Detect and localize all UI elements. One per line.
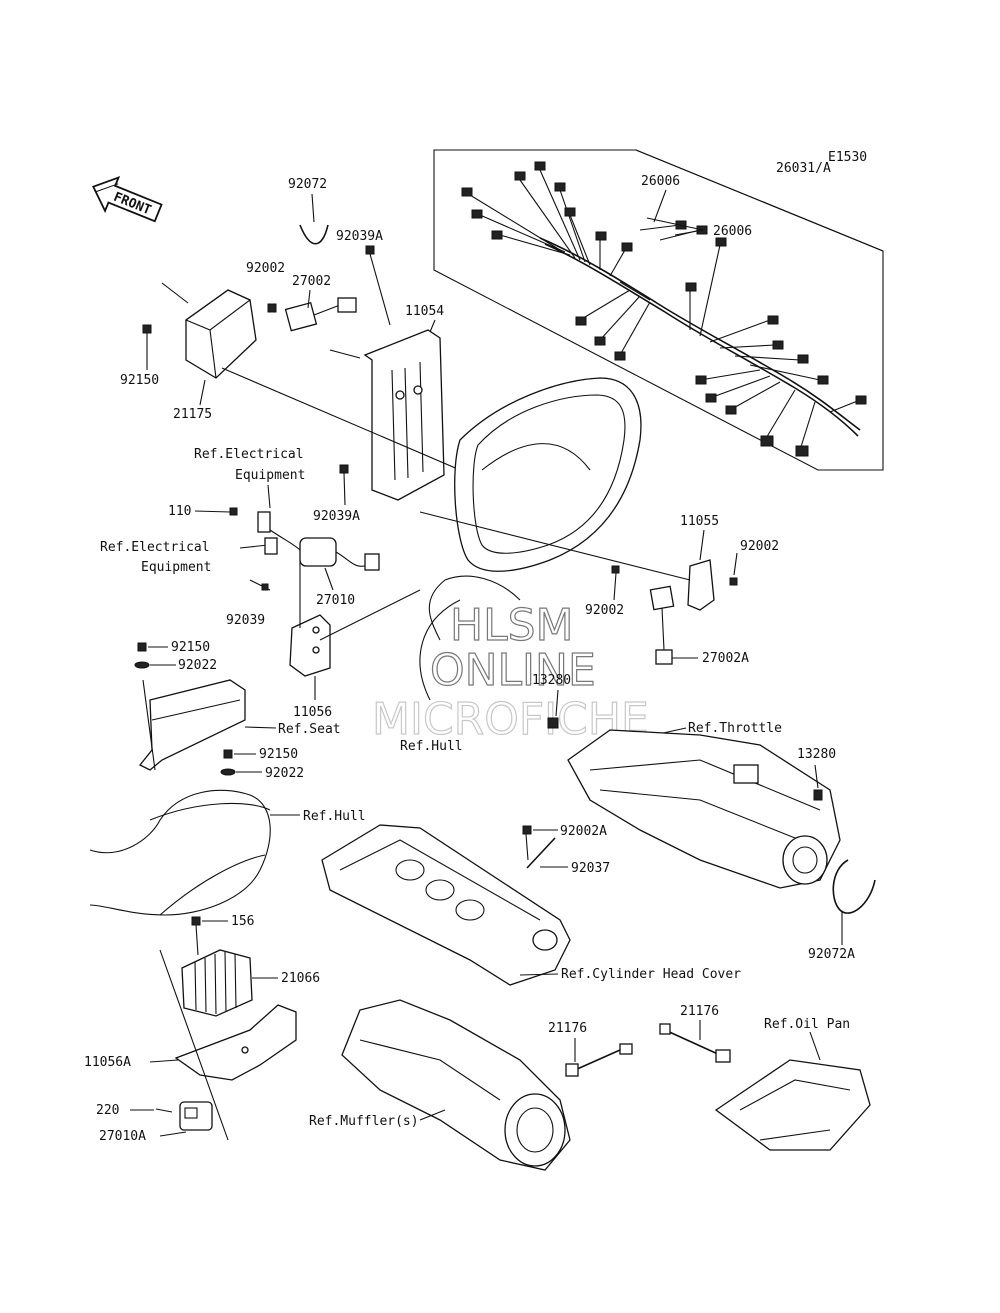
label-92002-right[interactable]: 92002	[740, 539, 779, 554]
sensor-27002	[284, 297, 357, 332]
bolt-92002-right	[729, 577, 738, 586]
bracket-11054	[363, 329, 445, 501]
ref-seat[interactable]: Ref.Seat	[278, 722, 341, 737]
label-92039a-top[interactable]: 92039A	[336, 229, 383, 244]
label-11054[interactable]: 11054	[405, 304, 444, 319]
label-92072a[interactable]: 92072A	[808, 947, 855, 962]
label-21176-b[interactable]: 21176	[680, 1004, 719, 1019]
ref-mufflers[interactable]: Ref.Muffler(s)	[309, 1114, 419, 1129]
bolt-92039a-top	[365, 245, 375, 255]
label-92072[interactable]: 92072	[288, 177, 327, 192]
watermark-line-1: HLSM	[450, 600, 574, 651]
label-21175[interactable]: 21175	[173, 407, 212, 422]
label-92037[interactable]: 92037	[571, 861, 610, 876]
label-92022-a[interactable]: 92022	[178, 658, 217, 673]
sensor-21176-a	[565, 1043, 633, 1077]
label-11056a[interactable]: 11056A	[84, 1055, 131, 1070]
watermark: HLSM ONLINE MICROFICHE	[371, 599, 649, 745]
label-21176-a[interactable]: 21176	[548, 1021, 587, 1036]
ref-electrical-2a[interactable]: Ref.Electrical	[100, 540, 210, 555]
seat-bracket	[138, 679, 246, 771]
bolt-92002-top	[267, 303, 277, 313]
label-26006-a[interactable]: 26006	[641, 174, 680, 189]
bolt-92002a	[522, 825, 532, 835]
oil-pan	[714, 1059, 871, 1151]
bolt-110	[229, 507, 238, 516]
label-92150-left[interactable]: 92150	[120, 373, 159, 388]
label-92039[interactable]: 92039	[226, 613, 265, 628]
washer-92022-a	[134, 661, 150, 669]
ref-electrical-1a[interactable]: Ref.Electrical	[194, 447, 304, 462]
sensor-21176-b	[659, 1023, 731, 1063]
label-13280-b[interactable]: 13280	[797, 747, 836, 762]
hull-opening	[419, 377, 642, 701]
label-110[interactable]: 110	[168, 504, 191, 519]
ref-electrical-2b[interactable]: Equipment	[141, 560, 211, 575]
label-26006-b[interactable]: 26006	[713, 224, 752, 239]
relay-27010a	[179, 1101, 213, 1131]
label-92039a-mid[interactable]: 92039A	[313, 509, 360, 524]
sensor-27002a	[649, 585, 675, 665]
regulator-21066	[181, 949, 253, 1017]
clip-92072	[299, 224, 329, 245]
clip-92037	[526, 837, 556, 869]
ref-cylinder-head-cover[interactable]: Ref.Cylinder Head Cover	[561, 967, 741, 982]
clip-13280-b	[813, 789, 823, 801]
ref-hull-2[interactable]: Ref.Hull	[303, 809, 366, 824]
bolt-92150-left	[142, 324, 152, 334]
muffler	[341, 999, 571, 1171]
hull-section	[89, 789, 271, 916]
label-27010a[interactable]: 27010A	[99, 1129, 146, 1144]
bolt-92150-b	[223, 749, 233, 759]
watermark-line-2: ONLINE	[430, 645, 596, 696]
label-92150-b[interactable]: 92150	[259, 747, 298, 762]
bracket-11056a	[174, 1004, 297, 1081]
label-92002-top[interactable]: 92002	[246, 261, 285, 276]
label-11056[interactable]: 11056	[293, 705, 332, 720]
clip-13280-a	[547, 717, 559, 729]
label-26031a[interactable]: 26031/A	[776, 161, 831, 176]
relay-27010	[257, 511, 380, 571]
diagram-code: E1530	[828, 150, 867, 165]
throttle-intake	[567, 729, 841, 889]
washer-92022-b	[220, 768, 236, 776]
bolt-92002-mid	[611, 565, 620, 574]
ref-oil-pan[interactable]: Ref.Oil Pan	[764, 1017, 850, 1032]
bracket-11056	[289, 614, 331, 677]
label-27002a[interactable]: 27002A	[702, 651, 749, 666]
label-156[interactable]: 156	[231, 914, 254, 929]
label-92022-b[interactable]: 92022	[265, 766, 304, 781]
bolt-156	[191, 916, 201, 926]
cylinder-head-cover	[321, 824, 571, 986]
label-92150-a[interactable]: 92150	[171, 640, 210, 655]
label-11055[interactable]: 11055	[680, 514, 719, 529]
label-13280-a[interactable]: 13280	[532, 673, 571, 688]
label-220[interactable]: 220	[96, 1103, 119, 1118]
bolt-92039	[261, 583, 269, 591]
ref-hull-1[interactable]: Ref.Hull	[400, 739, 463, 754]
label-27002[interactable]: 27002	[292, 274, 331, 289]
label-27010[interactable]: 27010	[316, 593, 355, 608]
label-92002-mid[interactable]: 92002	[585, 603, 624, 618]
wiring-harness-group	[433, 149, 884, 471]
clip-92072a	[832, 859, 876, 914]
front-arrow-icon: FRONT	[92, 175, 163, 223]
label-21066[interactable]: 21066	[281, 971, 320, 986]
ref-electrical-1b[interactable]: Equipment	[235, 468, 305, 483]
bolt-92150-a	[137, 642, 147, 652]
bracket-11055	[419, 511, 715, 611]
label-92002a[interactable]: 92002A	[560, 824, 607, 839]
ecu-21175	[184, 289, 257, 379]
bolt-92039a-mid	[339, 464, 349, 474]
ref-throttle[interactable]: Ref.Throttle	[688, 721, 782, 736]
